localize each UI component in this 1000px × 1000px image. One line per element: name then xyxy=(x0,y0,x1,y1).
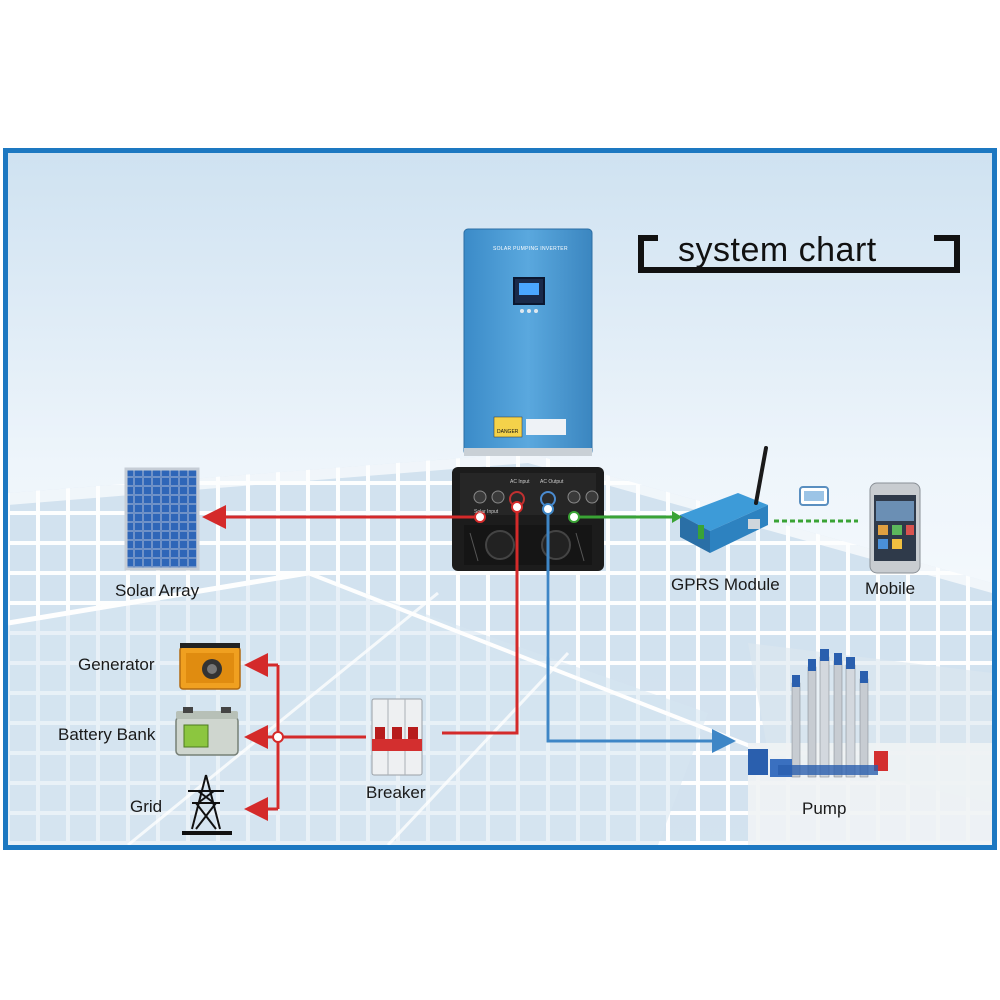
connection-breaker-sources xyxy=(244,653,366,821)
breaker-label: Breaker xyxy=(366,783,426,802)
grid-label: Grid xyxy=(130,797,163,816)
inverter-warning-label: DANGER xyxy=(497,429,519,435)
pump-device-group xyxy=(748,649,888,778)
title-box: system chart xyxy=(638,229,960,273)
system-diagram xyxy=(8,153,992,845)
title-bracket xyxy=(638,235,960,273)
connection-ac-input xyxy=(442,501,523,735)
diagram-frame: system chart SOLAR PUMPING INVERTER DANG… xyxy=(3,148,997,850)
connection-gprs xyxy=(568,511,858,523)
port-ac-input-label: AC Input xyxy=(510,479,530,485)
gprs-module-label: GPRS Module xyxy=(671,575,780,594)
connection-solar xyxy=(202,505,486,529)
inverter-terminal-box xyxy=(452,467,604,571)
inverter-device xyxy=(463,228,593,456)
pump-label: Pump xyxy=(802,799,847,818)
gprs-module-device xyxy=(680,446,768,553)
generator-label: Generator xyxy=(78,655,155,674)
page-title: system chart xyxy=(678,231,877,269)
generator-device xyxy=(179,643,241,690)
port-solar-input-label: Solar Input xyxy=(474,509,499,515)
connection-ac-output xyxy=(542,503,736,753)
solar-array-panel xyxy=(124,467,200,571)
solar-array-label: Solar Array xyxy=(115,581,200,600)
mobile-phone xyxy=(869,482,921,574)
battery-bank-label: Battery Bank xyxy=(58,725,156,744)
message-icon xyxy=(799,486,829,506)
inverter-brand-label: SOLAR PUMPING INVERTER xyxy=(493,246,568,252)
port-ac-output-label: AC Output xyxy=(540,479,564,485)
mobile-label: Mobile xyxy=(865,579,916,598)
battery-bank-device xyxy=(175,707,239,756)
breaker-device xyxy=(371,698,423,776)
grid-tower-icon xyxy=(182,774,232,835)
